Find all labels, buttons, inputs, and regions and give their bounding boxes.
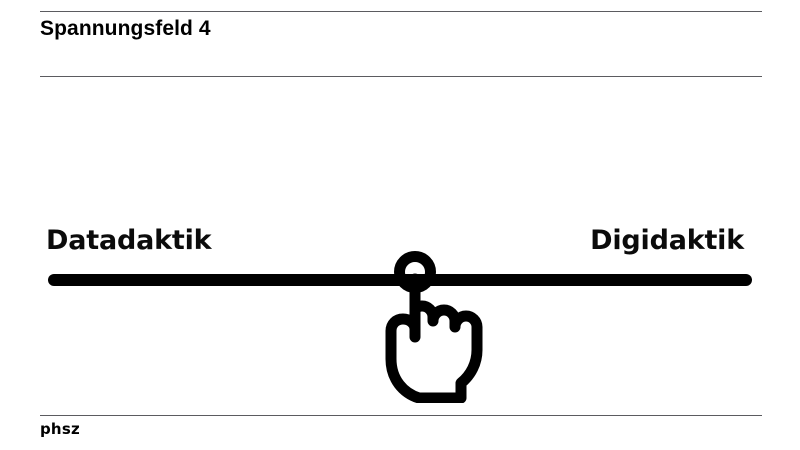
header-rule-bottom [40, 76, 762, 77]
pointing-hand-icon[interactable] [383, 251, 485, 403]
header-rule-top [40, 11, 762, 12]
page-title: Spannungsfeld 4 [40, 17, 211, 40]
continuum-left-pole-label: Datadaktik [46, 225, 212, 256]
footer-rule [40, 415, 762, 416]
footer-logo: phsz [40, 420, 80, 438]
continuum-right-pole-label: Digidaktik [590, 225, 744, 256]
